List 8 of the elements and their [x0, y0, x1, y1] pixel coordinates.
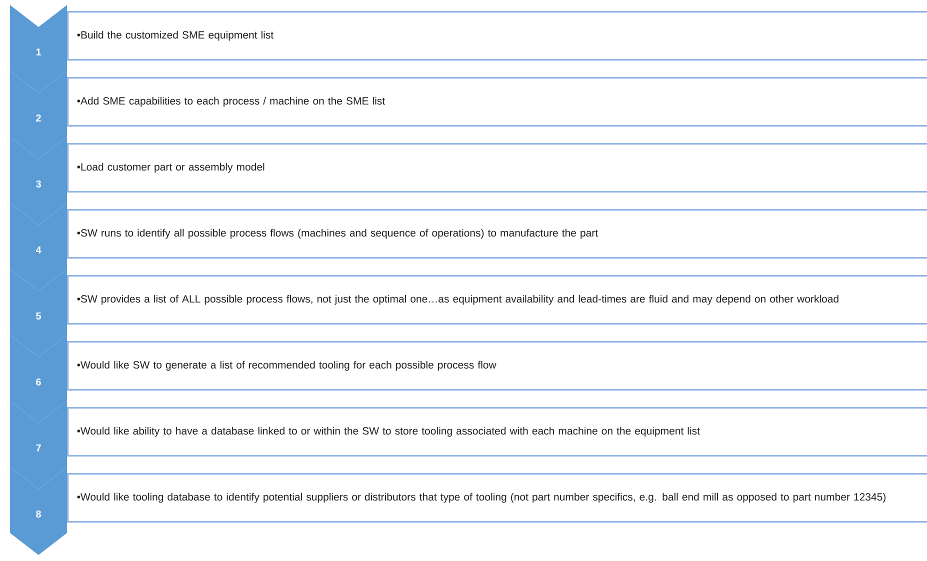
step-box: •Would like ability to have a database linked to or within the SW to store tooling associated with each machine on the equipment list	[67, 407, 927, 457]
step-box: •SW provides a list of ALL possible process flows, not just the optimal one…as equipment availability and lead-times are fluid and may depend on other workload	[67, 275, 927, 325]
step-box: •Would like SW to generate a list of recommended tooling for each possible process flow	[67, 341, 927, 391]
step-box: •Would like tooling database to identify potential suppliers or distributors that type of tooling (not part number specifics, e.g. ball end mill as opposed to part number 12345)	[67, 473, 927, 523]
step-box: •Add SME capabilities to each process / machine on the SME list	[67, 77, 927, 127]
step-box: •SW runs to identify all possible process flows (machines and sequence of operations) to manufacture the part	[67, 209, 927, 259]
step-box: •Build the customized SME equipment list	[67, 11, 927, 61]
step-box: •Load customer part or assembly model	[67, 143, 927, 193]
